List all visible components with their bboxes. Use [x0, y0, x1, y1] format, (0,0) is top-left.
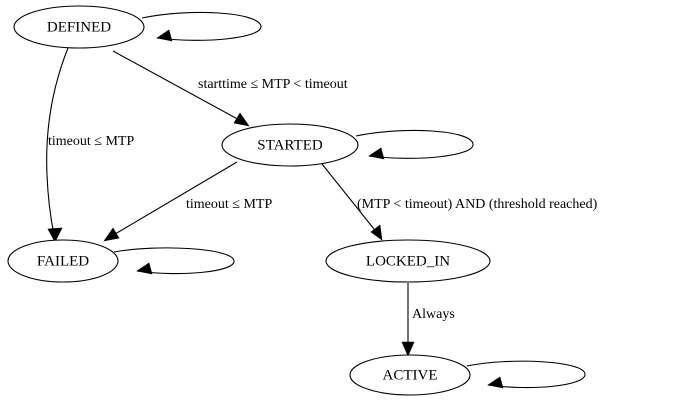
node-failed[interactable]: FAILED [7, 239, 119, 283]
edge-label-timeout-mtp-started-failed: timeout ≤ MTP [186, 197, 272, 212]
edge-started-self-arrowhead [368, 147, 385, 160]
edge-failed-self-arrowhead [136, 262, 153, 275]
edge-defined-to-failed[interactable]: timeout ≤ MTP [46, 47, 135, 243]
edge-lockedin-to-active-arrowhead [401, 341, 415, 357]
edge-started-self-path [355, 129, 474, 159]
edge-started-to-failed-arrowhead [103, 227, 120, 242]
node-active[interactable]: ACTIVE [349, 354, 471, 396]
edge-defined-self-loop[interactable] [141, 11, 262, 42]
node-started[interactable]: STARTED [221, 123, 359, 167]
edge-label-starttime-mtp-timeout: starttime ≤ MTP < timeout [198, 77, 348, 92]
edge-active-self-path [466, 360, 586, 389]
node-active-ellipse [349, 354, 471, 396]
edge-failed-self-path [113, 247, 235, 275]
node-defined[interactable]: DEFINED [13, 5, 145, 49]
edge-started-to-lockedin-arrowhead [370, 224, 383, 241]
edge-failed-self-loop[interactable] [113, 247, 235, 275]
edge-started-self-loop[interactable] [355, 129, 474, 160]
edge-active-self-arrowhead [487, 376, 504, 389]
edge-label-always: Always [412, 307, 455, 322]
edge-label-timeout-mtp-defined-failed: timeout ≤ MTP [48, 134, 134, 149]
node-started-label: STARTED [257, 137, 323, 153]
edge-defined-self-arrowhead [156, 29, 173, 42]
node-failed-label: FAILED [37, 253, 89, 269]
edge-started-to-lockedin-path [321, 163, 379, 235]
node-locked-in-ellipse [325, 239, 491, 283]
edge-defined-to-failed-arrowhead [47, 227, 63, 243]
node-locked-in[interactable]: LOCKED_IN [325, 239, 491, 283]
edge-defined-self-path [141, 11, 262, 41]
edge-lockedin-to-active[interactable]: Always [401, 283, 455, 357]
edge-defined-to-started-path [112, 50, 244, 123]
edge-active-self-loop[interactable] [466, 360, 586, 389]
edge-started-to-lockedin[interactable]: (MTP < timeout) AND (threshold reached) [321, 163, 598, 241]
edge-defined-to-started-arrowhead [233, 112, 250, 127]
node-failed-ellipse [7, 239, 119, 283]
edge-defined-to-failed-path [46, 47, 69, 236]
node-started-ellipse [221, 123, 359, 167]
edge-started-to-failed[interactable]: timeout ≤ MTP [103, 161, 272, 242]
node-defined-label: DEFINED [47, 19, 111, 35]
node-defined-ellipse [13, 5, 145, 49]
edge-label-mtp-timeout-and-threshold: (MTP < timeout) AND (threshold reached) [357, 197, 598, 212]
edge-started-to-failed-path [109, 161, 238, 238]
node-active-label: ACTIVE [383, 367, 438, 383]
edge-defined-to-started[interactable]: starttime ≤ MTP < timeout [112, 50, 348, 127]
node-locked-in-label: LOCKED_IN [366, 253, 450, 269]
